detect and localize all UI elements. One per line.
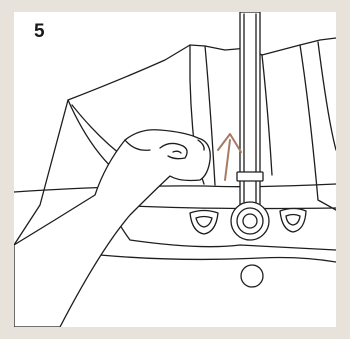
hand (14, 130, 210, 327)
vertical-strap (237, 12, 263, 210)
snap-button (231, 202, 269, 240)
small-button (241, 265, 263, 287)
step-number: 5 (34, 22, 45, 41)
strap-slider (237, 172, 263, 181)
instruction-panel: 5 (14, 12, 336, 327)
instruction-illustration (14, 12, 336, 327)
loop-left (190, 211, 218, 235)
loop-right (280, 209, 306, 233)
